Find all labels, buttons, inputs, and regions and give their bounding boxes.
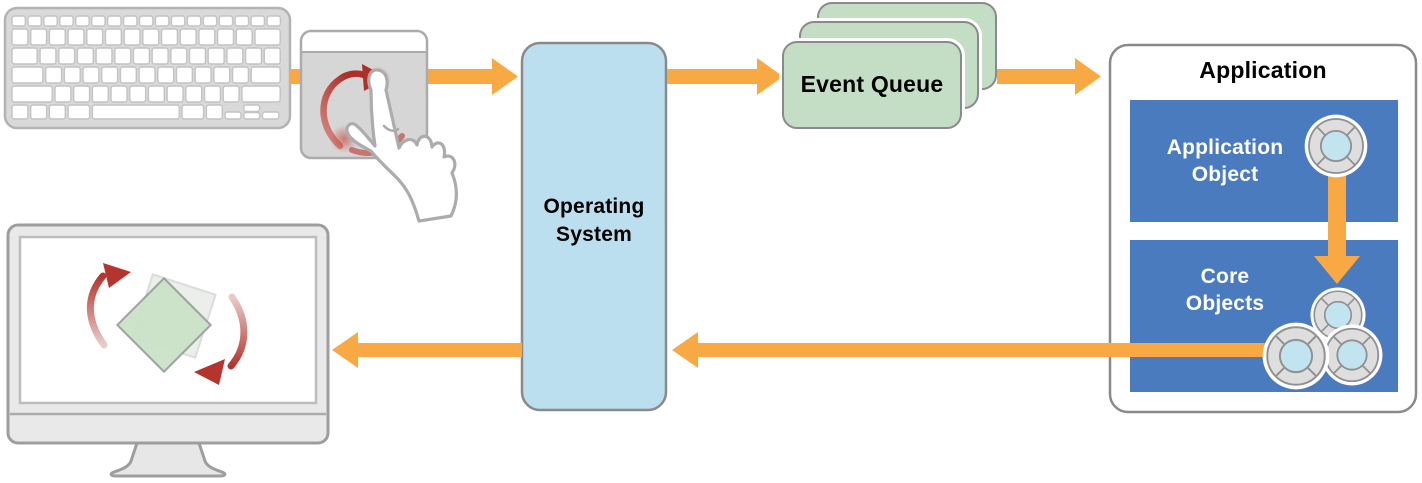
keyboard-icon (3, 6, 292, 130)
display-icon (6, 223, 330, 478)
flow-arrow-os-to-display (332, 332, 522, 368)
flow-arrow-os-to-queue (667, 58, 783, 95)
rotated-square-icon (115, 276, 213, 374)
hand-icon (345, 68, 458, 223)
application-object-ring-icon (1303, 113, 1369, 179)
flow-arrow-queue-to-app (997, 58, 1101, 95)
flow-arrow-appobject-to-core (1314, 170, 1360, 284)
rotation-arrows-icon (86, 263, 248, 385)
flow-arrow-core-to-os (672, 332, 1310, 368)
display-stand (109, 441, 227, 478)
trackpad-gesture-icon (299, 29, 458, 223)
event-queue-node (779, 2, 997, 132)
operating-system-node (520, 41, 668, 412)
queue-card-front (782, 41, 962, 129)
